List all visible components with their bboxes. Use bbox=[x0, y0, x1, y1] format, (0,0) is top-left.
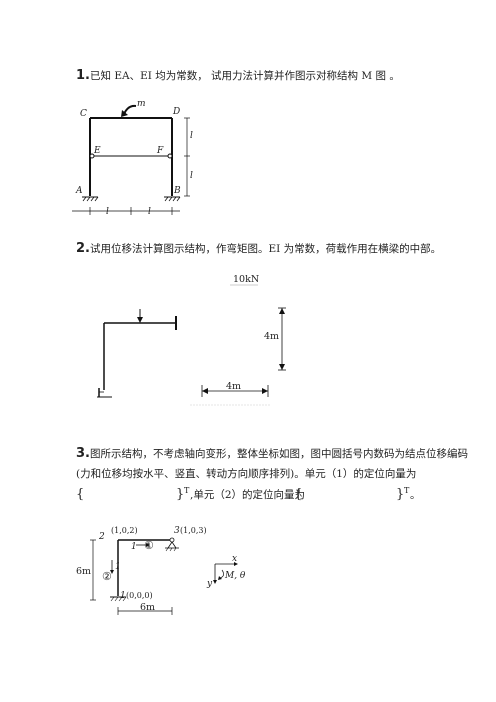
q3-global-axes bbox=[213, 562, 238, 584]
q3-element-1-label: ① bbox=[144, 539, 154, 552]
q2-number: 2. bbox=[76, 241, 90, 256]
q1-hinge-e bbox=[89, 153, 95, 159]
q3-line1: 图所示结构，不考虑轴向变形，整体坐标如图，图中圆括号内数码为结点位移编码 bbox=[89, 448, 468, 460]
q3-text-line3: { } T ,单元（2）的定位向量为 { } T 。 bbox=[76, 486, 421, 506]
q1-moment-arrow bbox=[121, 104, 137, 117]
q3-sup-t-2: T bbox=[404, 486, 410, 495]
q3-brace-close-1: } bbox=[176, 487, 185, 502]
q3-fixed-support-1 bbox=[110, 596, 127, 602]
q3-elem-i-left: 1 bbox=[115, 562, 121, 572]
q1-dimension-vertical bbox=[184, 117, 190, 197]
q1-label-e: E bbox=[93, 146, 101, 156]
q3-number: 3. bbox=[76, 446, 90, 461]
q1-fixed-support-a bbox=[82, 196, 99, 202]
q3-node-3: 3 bbox=[174, 526, 180, 536]
q3-text-line2: (力和位移均按水平、竖直、转动方向顺序排列)。单元（1）的定位向量为 bbox=[76, 466, 416, 483]
q2-dimension-vertical bbox=[278, 307, 286, 371]
q3-brace-open-2: { bbox=[294, 487, 303, 502]
q1-hinge-f bbox=[167, 153, 173, 159]
q3-brace-close-2: } bbox=[396, 487, 405, 502]
q3-element-2-arrow bbox=[110, 560, 114, 574]
q3-axis-y: y bbox=[206, 579, 213, 589]
q2-height-label: 4m bbox=[264, 331, 279, 342]
q3-axis-x: x bbox=[232, 554, 237, 564]
q2-text-line: 2.试用位移法计算图示结构，作弯矩图。EI 为常数，荷载作用在横梁的中部。 bbox=[76, 240, 441, 258]
q2-load-arrow bbox=[137, 309, 143, 323]
q2-load-label: 10kN bbox=[233, 274, 259, 285]
q2-support-bottom bbox=[97, 388, 112, 398]
q1-fixed-support-b bbox=[164, 196, 181, 202]
q3-code-2: (1,0,2) bbox=[111, 526, 138, 535]
q3-text-line1: 3.图所示结构，不考虑轴向变形，整体坐标如图，图中圆括号内数码为结点位移编码 bbox=[76, 445, 468, 463]
q3-end-mark: 。 bbox=[410, 489, 421, 501]
q3-elem-i-top: 1 bbox=[131, 542, 137, 552]
q1-dim-l-left: l bbox=[106, 207, 109, 217]
q1-dim-l-lower: l bbox=[190, 171, 193, 181]
q3-node-1: 1 bbox=[120, 591, 126, 601]
q3-dimension-horizontal bbox=[117, 607, 173, 615]
q3-element-1-arrow bbox=[136, 543, 150, 547]
q3-dimension-vertical bbox=[90, 539, 96, 601]
q1-label-f: F bbox=[156, 146, 164, 156]
q2-dimension-horizontal bbox=[201, 385, 269, 397]
q3-hinge-support-3 bbox=[165, 537, 179, 552]
q1-label-d: D bbox=[172, 107, 180, 117]
q1-dimension-horizontal bbox=[72, 207, 180, 215]
q2-text: 试用位移法计算图示结构，作弯矩图。EI 为常数，荷载作用在横梁的中部。 bbox=[89, 243, 442, 255]
q3-mid-text: ,单元（2）的定位向量为 bbox=[190, 489, 306, 501]
q3-node-2: 2 bbox=[98, 532, 105, 542]
q3-code-1: (0,0,0) bbox=[126, 591, 153, 600]
q1-label-a: A bbox=[75, 186, 83, 196]
q2-span-label: 4m bbox=[226, 381, 241, 392]
q3-element-2-label: ② bbox=[102, 570, 112, 583]
q1-text-line: 1.已知 EA、EI 均为常数， 试用力法计算并作图示对称结构 M 图 。 bbox=[76, 67, 400, 85]
q3-span-label: 6m bbox=[140, 602, 155, 613]
q3-brace-open-1: { bbox=[76, 487, 85, 502]
q1-label-c: C bbox=[80, 109, 87, 119]
q3-sup-t-1: T bbox=[184, 486, 190, 495]
q1-dim-l-right: l bbox=[148, 207, 151, 217]
q3-line2: (力和位移均按水平、竖直、转动方向顺序排列)。单元（1）的定位向量为 bbox=[76, 468, 417, 480]
q3-code-3: (1,0,3) bbox=[180, 526, 207, 535]
q1-label-b: B bbox=[173, 186, 181, 196]
q1-text: 已知 EA、EI 均为常数， 试用力法计算并作图示对称结构 M 图 。 bbox=[89, 70, 400, 82]
q1-number: 1. bbox=[76, 68, 90, 83]
q1-label-m: m bbox=[137, 99, 146, 109]
q3-height-label: 6m bbox=[76, 566, 91, 577]
q3-axis-m: M, θ bbox=[224, 571, 246, 581]
q1-dim-l-upper: l bbox=[190, 131, 193, 141]
